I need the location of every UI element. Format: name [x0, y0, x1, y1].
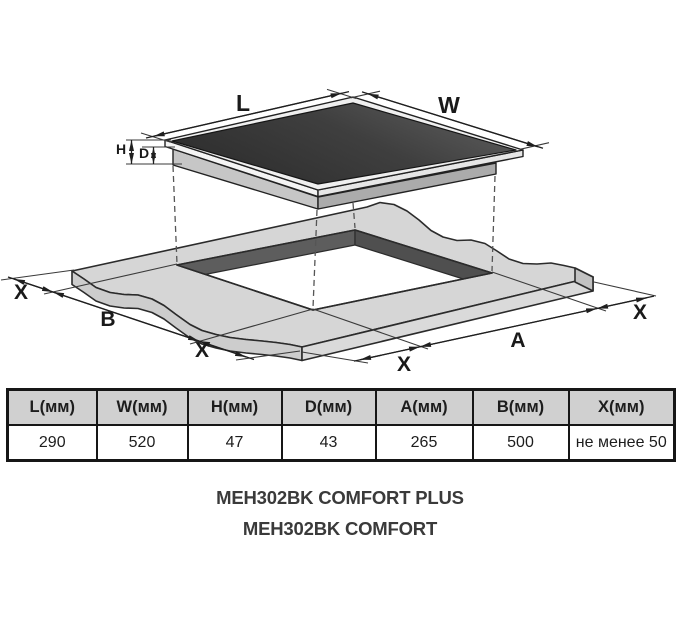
dim-label-A: A [510, 329, 525, 352]
header-cell-X: X(мм) [567, 388, 676, 426]
countertop-end-cap [574, 267, 594, 292]
dim-label-X-left: X [14, 281, 28, 304]
header-cell-L: L(мм) [6, 388, 98, 426]
header-cell-B: B(мм) [471, 388, 570, 426]
header-cell-H: H(мм) [186, 388, 283, 426]
value-cell-W: 520 [95, 424, 189, 462]
value-cell-D: 43 [280, 424, 377, 462]
table-header-row: L(мм) W(мм) H(мм) D(мм) A(мм) B(мм) X(мм… [6, 388, 676, 426]
dim-label-B: B [100, 308, 115, 331]
cooktop-body-right-face [317, 162, 497, 210]
header-cell-W: W(мм) [95, 388, 189, 426]
projection-dashed-lines [172, 165, 496, 309]
dim-label-D: D [139, 145, 149, 161]
dim-label-X-bottom-left: X [195, 339, 209, 362]
header-cell-A: A(мм) [374, 388, 474, 426]
value-cell-L: 290 [6, 424, 98, 462]
installation-diagram: L W H D X B X X A X [0, 88, 657, 376]
dim-label-X-right: X [633, 301, 647, 324]
model-name-comfort-plus: MEH302BK COMFORT PLUS [216, 487, 464, 508]
value-cell-X: не менее 50 [567, 424, 676, 462]
cooktop [164, 96, 524, 210]
model-name-comfort: MEH302BK COMFORT [242, 518, 438, 539]
dimensions-table: L(мм) W(мм) H(мм) D(мм) A(мм) B(мм) X(мм… [6, 388, 676, 462]
dim-label-X-bottom-mid: X [397, 353, 411, 376]
table-value-row: 290 520 47 43 265 500 не менее 50 [6, 424, 676, 462]
dim-label-L: L [236, 90, 250, 116]
cutout [176, 229, 493, 311]
dim-label-W: W [438, 92, 460, 118]
value-cell-B: 500 [471, 424, 570, 462]
header-cell-D: D(мм) [280, 388, 377, 426]
value-cell-A: 265 [374, 424, 474, 462]
dimension-lines: L W H D X B X X A X [0, 88, 657, 376]
dim-label-H: H [116, 141, 126, 157]
value-cell-H: 47 [186, 424, 283, 462]
